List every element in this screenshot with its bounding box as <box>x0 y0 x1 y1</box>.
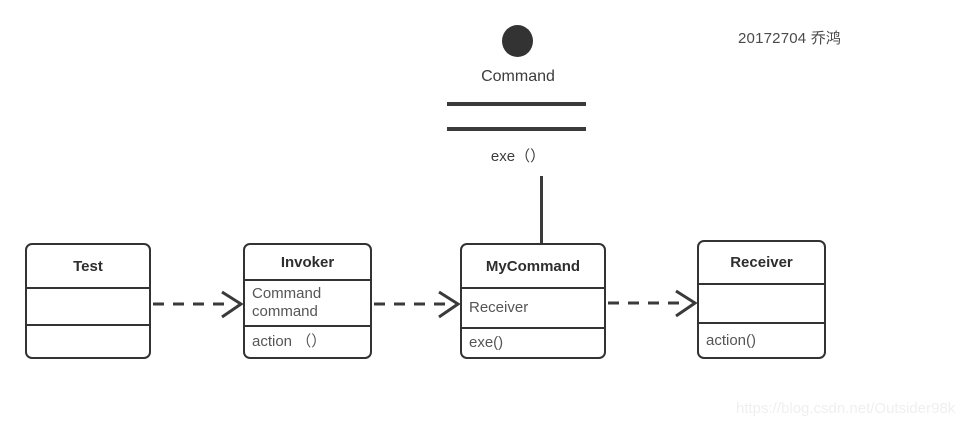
class-box-mycommand[interactable]: MyCommand Receiver exe() <box>460 243 606 359</box>
interface-name-label: Command <box>481 68 555 85</box>
interface-operation-label: exe（） <box>490 148 546 165</box>
interface-lollipop-circle-icon <box>502 25 533 57</box>
class-box-test[interactable]: Test <box>25 243 151 359</box>
class-name-mycommand: MyCommand <box>485 257 581 275</box>
class-operations-test <box>27 324 149 357</box>
class-name-test: Test <box>73 257 103 275</box>
interface-divider-bottom <box>447 127 586 131</box>
open-arrowhead-icon <box>438 290 461 319</box>
class-operations-mycommand: exe() <box>462 327 604 357</box>
class-attributes-invoker: Command command <box>245 279 370 325</box>
connector-command-to-mycommand <box>540 176 543 244</box>
class-attributes-test <box>27 287 149 324</box>
connector-mycommand-to-receiver <box>608 289 698 318</box>
interface-divider-top <box>447 102 586 106</box>
author-credit: 20172704 乔鸿 <box>738 30 842 47</box>
operation-item: exe() <box>469 334 504 351</box>
site-watermark: https://blog.csdn.net/Outsider98k <box>736 400 956 417</box>
operation-item: action() <box>706 331 757 349</box>
connector-invoker-to-mycommand <box>374 290 461 319</box>
class-operations-receiver: action() <box>699 322 824 357</box>
class-attributes-receiver <box>699 283 824 322</box>
connector-test-to-invoker <box>153 290 244 319</box>
attribute-item: Command <box>252 285 322 302</box>
attribute-item: Receiver <box>469 299 529 316</box>
class-name-receiver: Receiver <box>730 254 793 271</box>
class-box-invoker[interactable]: Invoker Command command action （） <box>243 243 372 359</box>
class-attributes-mycommand: Receiver <box>462 287 604 327</box>
open-arrowhead-icon <box>221 290 244 319</box>
class-operations-invoker: action （） <box>245 325 370 357</box>
operation-item: action （） <box>252 333 327 350</box>
class-box-receiver[interactable]: Receiver action() <box>697 240 826 359</box>
class-name-invoker: Invoker <box>280 253 335 271</box>
attribute-item: command <box>252 303 318 320</box>
open-arrowhead-icon <box>675 289 698 318</box>
